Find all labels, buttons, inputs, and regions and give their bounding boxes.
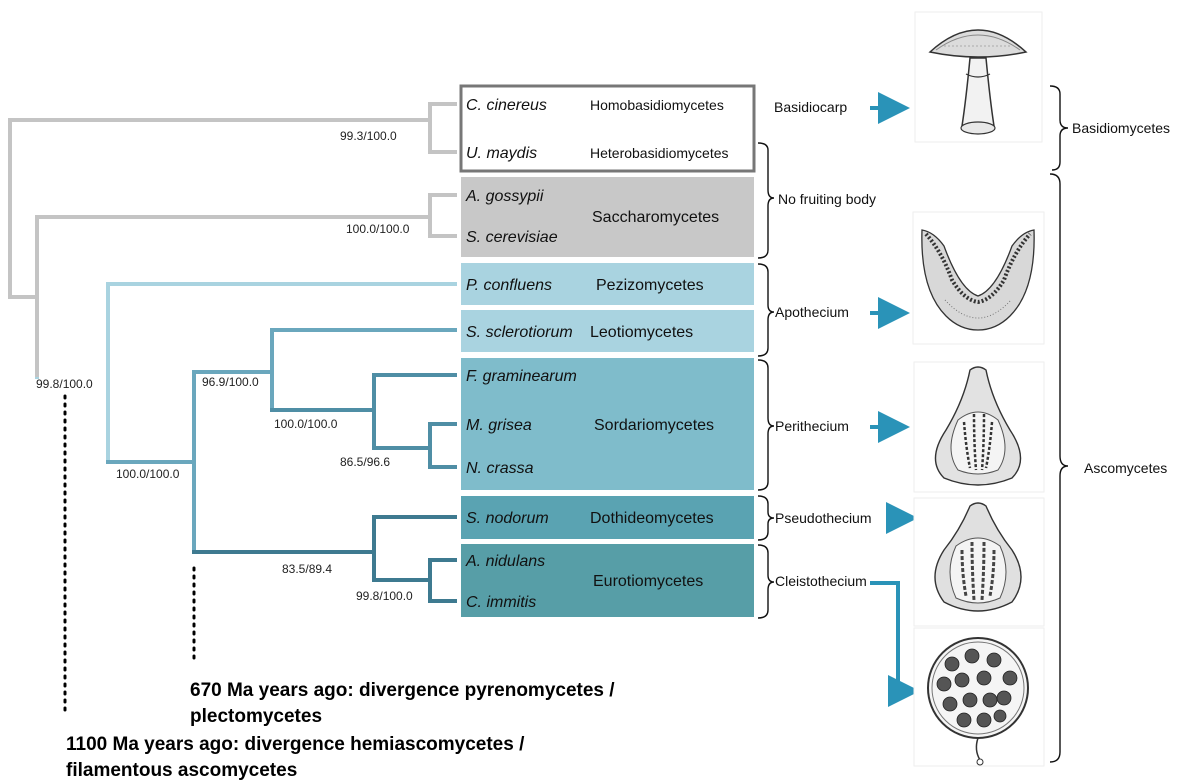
structure-label-pseudothecium: Pseudothecium xyxy=(775,510,872,526)
structure-label-apothecium: Apothecium xyxy=(775,304,849,320)
species-label: S. nodorum xyxy=(466,510,549,527)
structure-label-no-fruiting: No fruiting body xyxy=(778,191,876,207)
cleistothecium-illustration xyxy=(914,628,1044,766)
species-label: A. nidulans xyxy=(465,553,545,570)
support-value: 99.8/100.0 xyxy=(356,589,413,603)
support-value: 100.0/100.0 xyxy=(274,417,338,431)
support-value: 83.5/89.4 xyxy=(282,562,332,576)
brace-no-fruiting xyxy=(758,143,774,258)
arrow-cleistothecium xyxy=(870,583,908,691)
divergence-notes: 670 Ma years ago: divergence pyrenomycet… xyxy=(66,680,615,780)
group-label-ascomycetes: Ascomycetes xyxy=(1084,460,1167,476)
class-label-homobasidiomycetes: Homobasidiomycetes xyxy=(590,97,724,113)
structure-label-cleistothecium: Cleistothecium xyxy=(775,573,867,589)
class-label-pezizomycetes: Pezizomycetes xyxy=(596,277,704,294)
class-label-leotiomycetes: Leotiomycetes xyxy=(590,324,693,341)
brace-cleistothecium xyxy=(758,545,774,618)
note-670-line1: 670 Ma years ago: divergence pyrenomycet… xyxy=(190,680,615,701)
class-label-dothideomycetes: Dothideomycetes xyxy=(590,510,714,527)
support-value: 100.0/100.0 xyxy=(346,222,410,236)
species-label: P. confluens xyxy=(466,277,552,294)
note-670-line2: plectomycetes xyxy=(190,706,322,727)
class-label-heterobasidiomycetes: Heterobasidiomycetes xyxy=(590,145,729,161)
species-label: A. gossypii xyxy=(465,188,544,205)
class-label-eurotiomycetes: Eurotiomycetes xyxy=(593,573,703,590)
species-label: C. immitis xyxy=(466,594,536,611)
note-1100-line2: filamentous ascomycetes xyxy=(66,760,297,780)
species-label: N. crassa xyxy=(466,460,534,477)
group-label-basidiomycetes: Basidiomycetes xyxy=(1072,120,1170,136)
branch-dothideo-euro xyxy=(194,517,455,601)
support-value: 100.0/100.0 xyxy=(116,467,180,481)
species-label: U. maydis xyxy=(466,145,537,162)
tree-branches xyxy=(10,104,455,601)
fruiting-braces xyxy=(758,143,774,618)
brace-pseudothecium xyxy=(758,496,774,540)
group-braces xyxy=(1050,86,1068,762)
illustrations xyxy=(913,12,1044,766)
structure-label-basidiocarp: Basidiocarp xyxy=(774,99,847,115)
note-1100-line1: 1100 Ma years ago: divergence hemiascomy… xyxy=(66,734,525,755)
pseudothecium-illustration xyxy=(914,498,1044,626)
brace-apothecium xyxy=(758,264,774,356)
support-values: 99.3/100.0 100.0/100.0 99.8/100.0 96.9/1… xyxy=(36,129,413,603)
support-value: 99.3/100.0 xyxy=(340,129,397,143)
class-label-sordariomycetes: Sordariomycetes xyxy=(594,417,714,434)
apothecium-illustration xyxy=(913,212,1044,344)
class-label-saccharomycetes: Saccharomycetes xyxy=(592,209,719,226)
support-value: 96.9/100.0 xyxy=(202,375,259,389)
class-boxes xyxy=(461,86,754,617)
basidiocarp-illustration xyxy=(915,12,1042,142)
support-value: 86.5/96.6 xyxy=(340,455,390,469)
brace-ascomycetes xyxy=(1050,174,1068,762)
brace-perithecium xyxy=(758,360,774,490)
species-label: F. graminearum xyxy=(466,368,577,385)
structure-label-perithecium: Perithecium xyxy=(775,418,849,434)
species-label: C. cinereus xyxy=(466,97,547,114)
structure-labels: Basidiocarp No fruiting body Apothecium … xyxy=(774,99,876,589)
species-label: S. cerevisiae xyxy=(466,229,558,246)
brace-basidiomycetes xyxy=(1050,86,1068,170)
species-label: S. sclerotiorum xyxy=(466,324,573,341)
support-value: 99.8/100.0 xyxy=(36,377,93,391)
species-label: M. grisea xyxy=(466,417,532,434)
perithecium-illustration xyxy=(914,362,1044,492)
